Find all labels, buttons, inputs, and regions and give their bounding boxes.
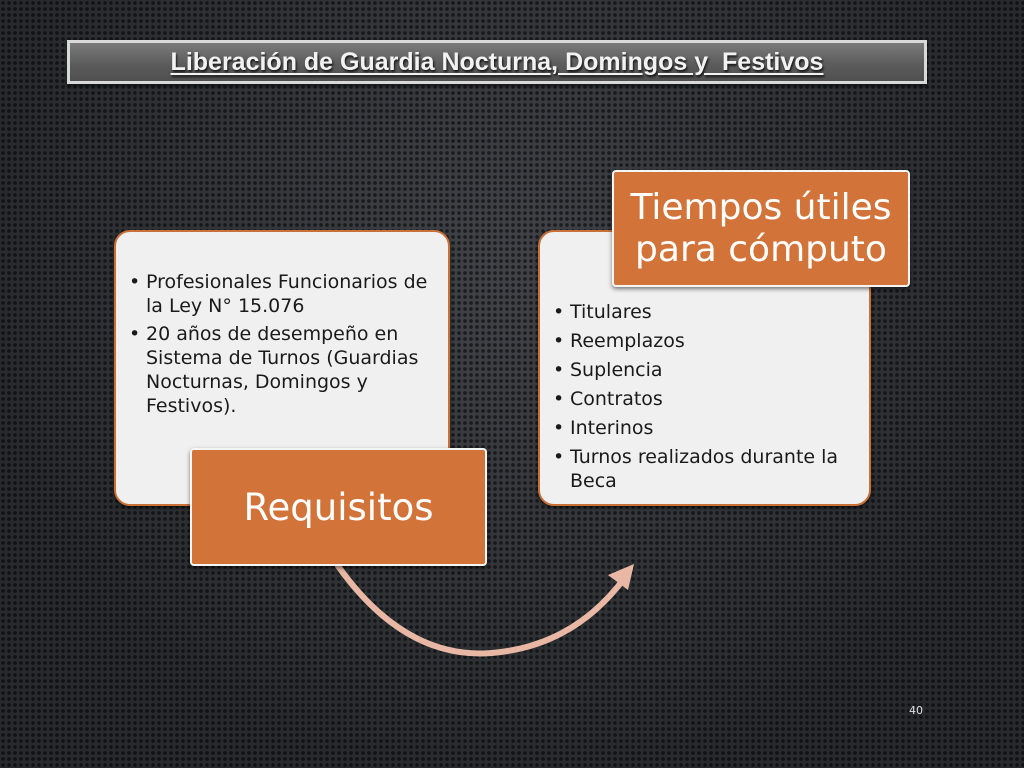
list-item: Interinos (550, 416, 866, 440)
tiempos-label: Tiempos útiles para cómputo (612, 170, 910, 287)
list-item: Contratos (550, 387, 866, 411)
page-number: 40 (909, 704, 923, 717)
slide-title: Liberación de Guardia Nocturna, Domingos… (170, 47, 824, 76)
list-item: Profesionales Funcionarios de la Ley N° … (126, 270, 446, 318)
curved-arrow-head (608, 564, 634, 590)
requisitos-list: Profesionales Funcionarios de la Ley N° … (126, 270, 446, 422)
title-banner: Liberación de Guardia Nocturna, Domingos… (67, 40, 927, 84)
list-item: 20 años de desempeño en Sistema de Turno… (126, 322, 446, 418)
list-item: Suplencia (550, 358, 866, 382)
tiempos-list: Titulares Reemplazos Suplencia Contratos… (550, 300, 866, 498)
curved-arrow-shaft (335, 563, 629, 657)
requisitos-label: Requisitos (190, 448, 487, 566)
list-item: Titulares (550, 300, 866, 324)
list-item: Turnos realizados durante la Beca (550, 445, 866, 493)
list-item: Reemplazos (550, 329, 866, 353)
